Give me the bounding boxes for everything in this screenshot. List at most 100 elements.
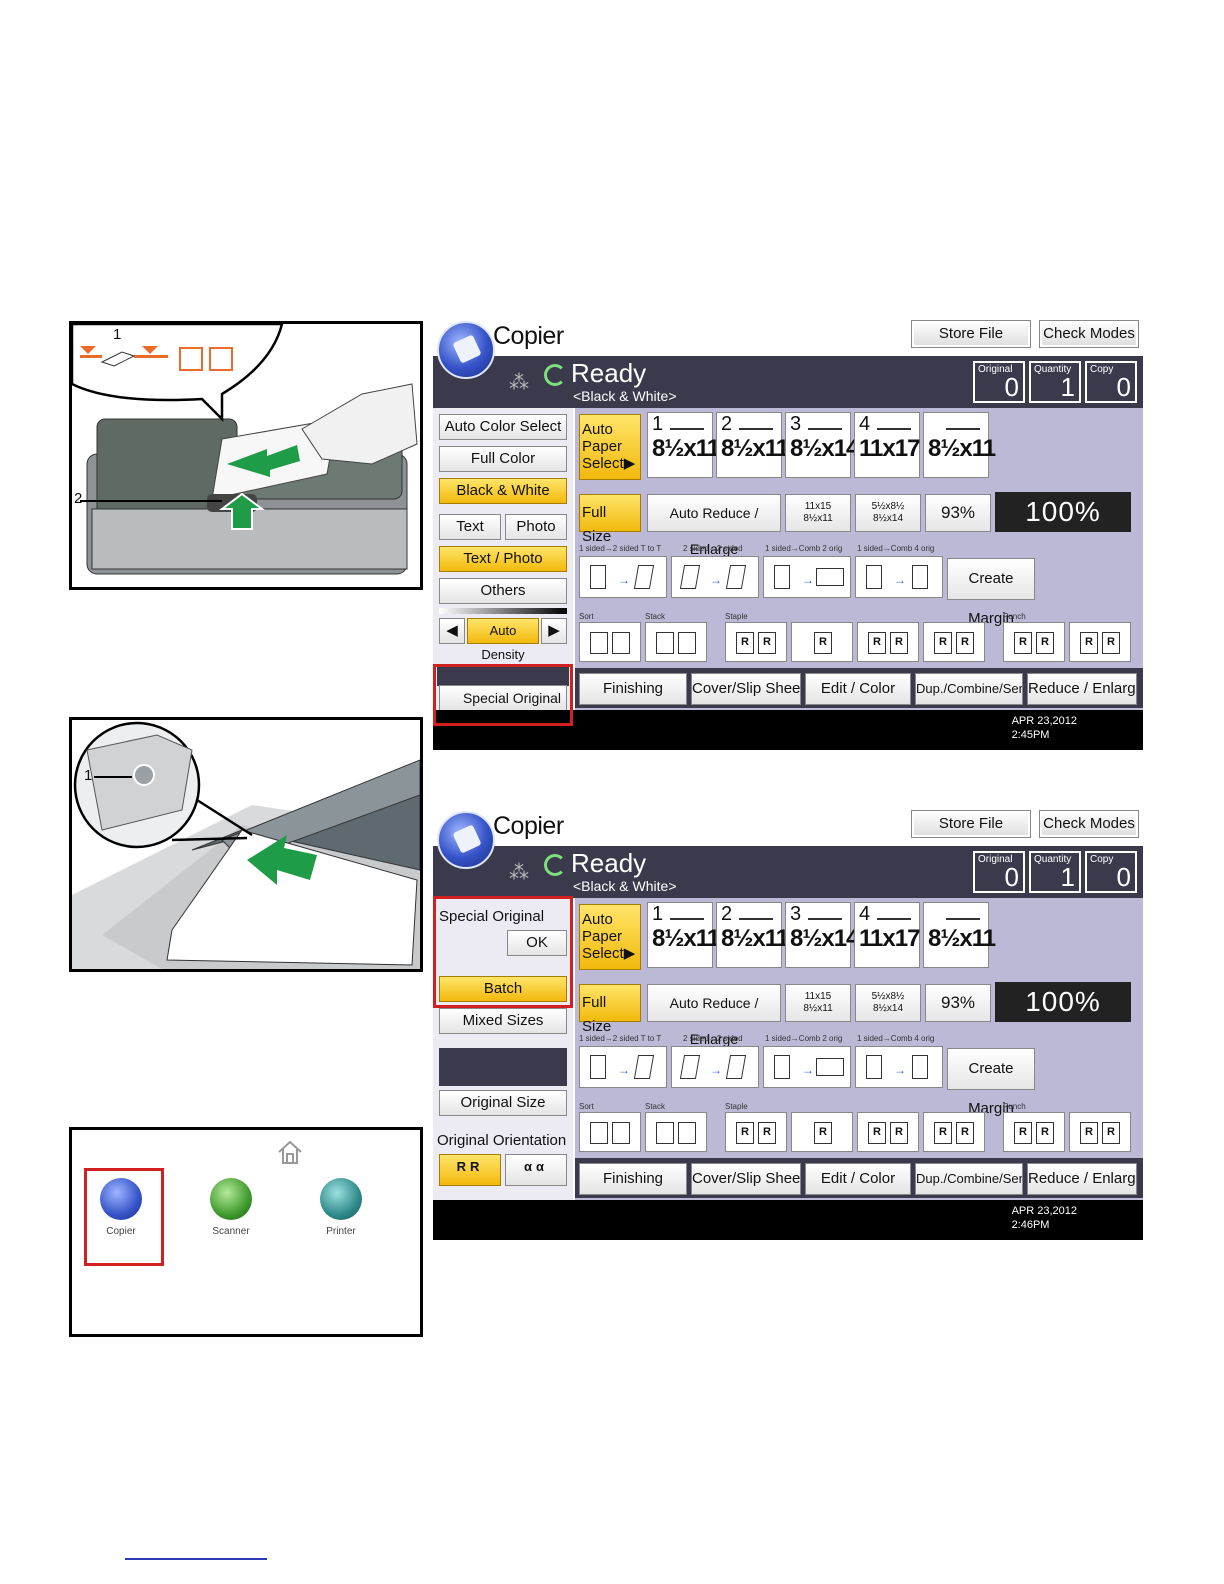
stack-button[interactable]: [645, 1112, 707, 1152]
create-margin-button[interactable]: Create Margin: [947, 558, 1035, 627]
duplex-1to2-button[interactable]: →: [579, 1046, 667, 1088]
tab-reduce-enlarge[interactable]: Reduce / Enlarge: [1027, 673, 1137, 705]
batch-button[interactable]: Batch: [439, 976, 567, 1002]
auto-paper-select-button[interactable]: Auto Paper Select▶: [579, 414, 641, 480]
orientation-unreadable-button[interactable]: αα: [505, 1154, 567, 1186]
create-margin-button[interactable]: Create Margin: [947, 1048, 1035, 1117]
mixed-sizes-button[interactable]: Mixed Sizes: [439, 1008, 567, 1034]
bypass-tray-button[interactable]: 8½x11: [923, 902, 996, 968]
tab-finishing[interactable]: Finishing: [579, 1163, 687, 1195]
tray-icon: [739, 908, 773, 920]
page-icon: [656, 632, 674, 654]
tray-number: 1: [652, 903, 664, 925]
check-modes-button[interactable]: Check Modes: [1039, 320, 1139, 348]
combine-2-button[interactable]: →: [763, 1046, 851, 1088]
store-file-button[interactable]: Store File: [911, 320, 1031, 348]
tab-cover-slip-sheet[interactable]: Cover/Slip Sheet: [691, 673, 801, 705]
sort-button[interactable]: [579, 1112, 641, 1152]
orientation-readable-button[interactable]: RR: [439, 1154, 501, 1186]
auto-density-button[interactable]: Auto Density: [467, 618, 539, 662]
duplex-2to2-button[interactable]: →: [671, 1046, 759, 1088]
text-photo-button[interactable]: Text / Photo: [439, 546, 567, 572]
duplex-1to2-button[interactable]: →: [579, 556, 667, 598]
black-white-button[interactable]: Black & White: [439, 478, 567, 504]
auto-reduce-enlarge-button[interactable]: Auto Reduce / Enlarge: [647, 984, 781, 1047]
page-icon: [678, 632, 696, 654]
staple-top-button[interactable]: R: [791, 1112, 853, 1152]
printer-app[interactable]: Printer: [320, 1178, 362, 1248]
others-button[interactable]: Others: [439, 578, 567, 604]
tab-finishing[interactable]: Finishing: [579, 673, 687, 705]
ratio-93-button[interactable]: 93%: [925, 494, 991, 532]
full-size-button[interactable]: Full Size: [579, 984, 641, 1035]
text-button[interactable]: Text: [439, 514, 501, 540]
page-icon: R: [956, 1122, 974, 1144]
original-size-button[interactable]: Original Size: [439, 1090, 567, 1116]
sort-button[interactable]: [579, 622, 641, 662]
special-original-button[interactable]: Special Original: [439, 685, 567, 711]
tab-cover-slip-sheet[interactable]: Cover/Slip Sheet: [691, 1163, 801, 1195]
tab-reduce-enlarge[interactable]: Reduce / Enlarge: [1027, 1163, 1137, 1195]
combine-4-button[interactable]: →: [855, 1046, 943, 1088]
auto-paper-select-button[interactable]: Auto Paper Select▶: [579, 904, 641, 970]
page-icon: R: [736, 632, 754, 654]
counter-label: Original: [978, 364, 1013, 375]
page-icon: [774, 565, 790, 589]
photo-button[interactable]: Photo: [505, 514, 567, 540]
tab-dup-combine-series[interactable]: Dup./Combine/Series: [915, 1163, 1023, 1195]
combine-4-button[interactable]: →: [855, 556, 943, 598]
duplex-label: 1 sided→2 sided T to T: [579, 544, 662, 553]
full-color-button[interactable]: Full Color: [439, 446, 567, 472]
adf-illustration: 1 2: [69, 321, 423, 590]
time: 2:45PM: [1011, 729, 1050, 741]
density-lighter-button[interactable]: ◀: [439, 618, 465, 644]
page-icon: [612, 632, 630, 654]
bypass-tray-button[interactable]: 8½x11: [923, 412, 996, 478]
combine-2-button[interactable]: →: [763, 556, 851, 598]
check-modes-button[interactable]: Check Modes: [1039, 810, 1139, 838]
scanner-app[interactable]: Scanner: [210, 1178, 252, 1248]
staple-top-button[interactable]: R: [791, 622, 853, 662]
tab-edit-color[interactable]: Edit / Color: [805, 1163, 911, 1195]
density-darker-button[interactable]: ▶: [541, 618, 567, 644]
ratio-93-button[interactable]: 93%: [925, 984, 991, 1022]
full-size-button[interactable]: Full Size: [579, 494, 641, 545]
arrow-icon: →: [710, 573, 722, 587]
ratio-from: 5½x8½: [871, 991, 905, 1002]
stack-button[interactable]: [645, 622, 707, 662]
page-icon: R: [868, 632, 886, 654]
store-file-button[interactable]: Store File: [911, 810, 1031, 838]
duplex-2to2-button[interactable]: →: [671, 556, 759, 598]
page-icon: R: [956, 632, 974, 654]
tab-edit-color[interactable]: Edit / Color: [805, 673, 911, 705]
auto-reduce-enlarge-button[interactable]: Auto Reduce / Enlarge: [647, 494, 781, 557]
copier-app[interactable]: Copier: [100, 1178, 142, 1248]
home-icon[interactable]: [276, 1138, 304, 1166]
auto-color-select-button[interactable]: Auto Color Select: [439, 414, 567, 440]
ok-button[interactable]: OK: [507, 930, 567, 956]
tab-dup-combine-series[interactable]: Dup./Combine/Series: [915, 673, 1023, 705]
page-icon: R: [1014, 1122, 1032, 1144]
